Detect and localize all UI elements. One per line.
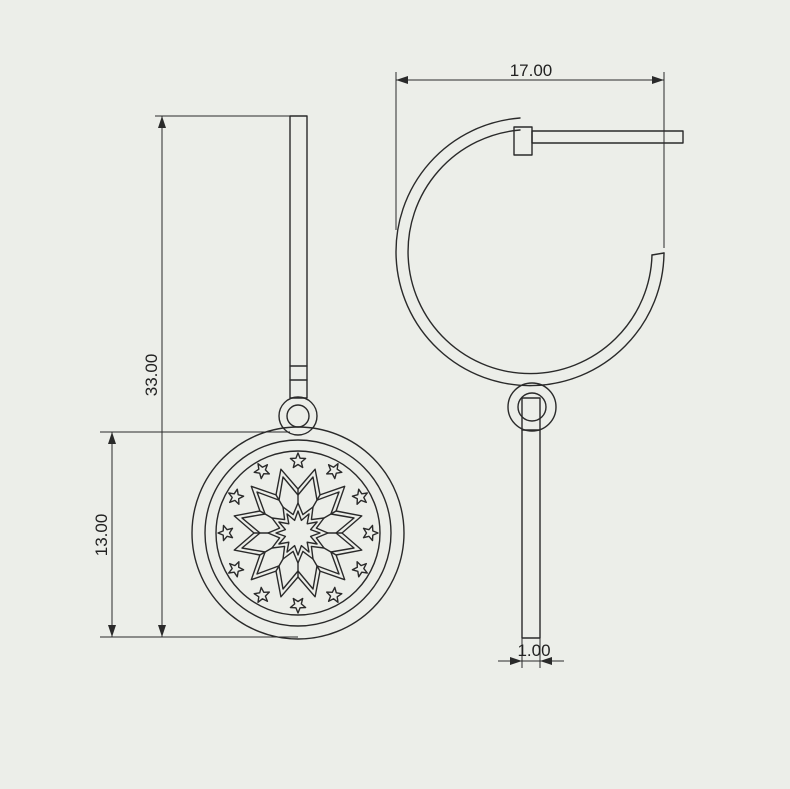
pattern-outer-star [289,597,307,614]
pattern-spoke [312,558,321,572]
pattern-center-star [275,510,321,556]
dimension-total-length-label: 33.00 [142,354,161,397]
pattern-outer-star [227,561,245,578]
pattern-outer-star [362,524,379,542]
dimension-wire-thickness: 1.00 [498,638,564,668]
front-view [191,115,405,640]
pattern-rosette [241,476,355,590]
pattern-outer-star [253,586,270,603]
dimension-pendant-diameter: 13.00 [92,431,290,638]
dimension-pendant-diameter-label: 13.00 [92,514,111,557]
front-jump-ring [278,396,318,436]
side-jump-ring [507,382,557,432]
pattern-outer-star [326,586,343,603]
islamic-star-pattern [217,452,379,614]
pattern-outer-star [351,561,368,578]
pattern-outer-star [253,463,270,480]
dimension-total-length: 33.00 [142,115,298,638]
pattern-spoke [259,510,273,519]
pattern-rosette-outline [233,468,363,598]
pattern-spoke [259,547,273,556]
hoop-post [513,126,684,156]
pattern-spoke [275,494,284,508]
pattern-spoke [323,510,337,519]
side-drop-bar [521,397,541,639]
hoop [395,117,665,387]
dimension-hoop-width-label: 17.00 [510,61,553,80]
pattern-spoke [323,547,337,556]
pattern-spoke [275,558,284,572]
dimension-wire-thickness-label: 1.00 [517,641,550,660]
pattern-outer-star [227,488,245,505]
side-view [395,117,684,639]
pattern-spoke [312,494,321,508]
front-bar [289,115,308,399]
pattern-outer-star [351,488,368,505]
pattern-outer-star [289,452,307,469]
dimension-hoop-width: 17.00 [395,61,665,248]
pattern-outer-star [326,463,343,480]
pattern-outer-star [217,524,234,542]
pendant-disc [191,426,405,640]
